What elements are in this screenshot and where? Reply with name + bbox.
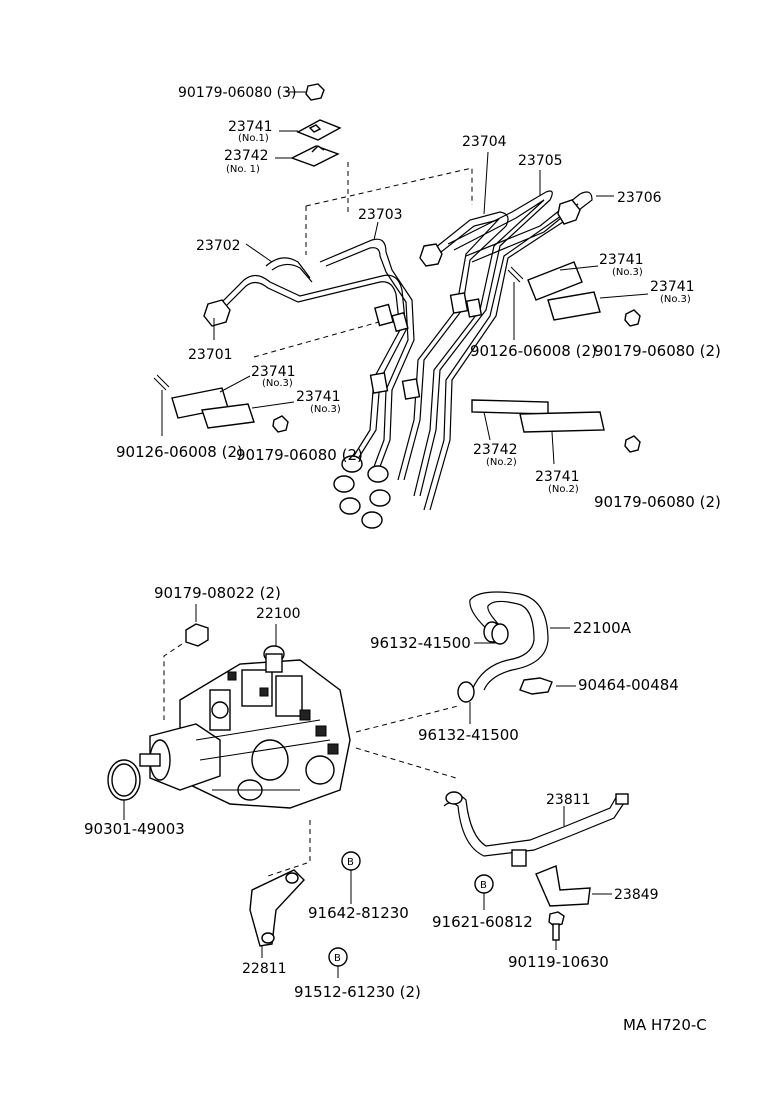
- label-23706: 23706: [617, 190, 662, 206]
- leader-23704: [483, 151, 489, 215]
- nut-90179-06080-right-lower: [624, 435, 641, 453]
- label-90301-49003: 90301-49003: [84, 820, 185, 838]
- label-23742-no1: 23742: [224, 148, 269, 164]
- injection-pipe-bundle: [203, 190, 593, 529]
- label-23705: 23705: [518, 153, 563, 169]
- leader-23702: [245, 243, 273, 263]
- label-22100A: 22100A: [573, 619, 632, 637]
- clamp-23741-no3-right-lower: [547, 291, 649, 321]
- note-23741-no1: (No.1): [238, 133, 269, 144]
- label-23703: 23703: [358, 207, 403, 223]
- label-90179-06080-3: 90179-06080 (3): [178, 85, 296, 101]
- label-23741-no3-a: 23741: [599, 252, 644, 268]
- label-23741-no3-b: 23741: [650, 279, 695, 295]
- clamp-23741-no3-left-lower: [201, 401, 295, 429]
- bolt-90119-10630: [548, 911, 565, 950]
- bolt-marker-b: B: [480, 880, 487, 891]
- label-23741-no1: 23741: [228, 119, 273, 135]
- note-23741-no3-d: (No.3): [310, 404, 341, 415]
- bolt-marker-b: B: [334, 953, 341, 964]
- fuel-pipe-23811: [443, 791, 629, 867]
- note-23742-no2: (No.2): [486, 457, 517, 468]
- note-23741-no2: (No.2): [548, 484, 579, 495]
- label-23811: 23811: [546, 792, 591, 808]
- stud-bolt-90126-06008-right: [507, 266, 524, 340]
- injection-pump-22100: [139, 645, 351, 809]
- hose-clip-96132-41500-lower: [457, 681, 475, 724]
- bolt-marker-b: B: [347, 857, 354, 868]
- clamp-23741-no3-right-upper: [527, 261, 599, 301]
- label-90179-06080-right-2: 90179-06080 (2): [594, 493, 721, 511]
- label-90126-06008-right: 90126-06008 (2): [470, 342, 597, 360]
- label-90179-08022: 90179-08022 (2): [154, 584, 281, 602]
- o-ring-90301-49003: [107, 759, 141, 820]
- nut-90179-06080-left: [272, 415, 289, 433]
- bracket-23849: [535, 865, 591, 907]
- clamp-23741-no1: [279, 119, 342, 141]
- label-23741-no3-c: 23741: [251, 364, 296, 380]
- label-90464-00484: 90464-00484: [578, 676, 679, 694]
- label-90179-06080-left: 90179-06080 (2): [236, 446, 363, 464]
- bolt-91512-61230: B: [328, 947, 348, 978]
- label-96132-41500-a: 96132-41500: [370, 634, 471, 652]
- label-23702: 23702: [196, 238, 241, 254]
- label-22100: 22100: [256, 606, 301, 622]
- label-90119-10630: 90119-10630: [508, 953, 609, 971]
- label-23701: 23701: [188, 347, 233, 363]
- note-23741-no3-c: (No.3): [262, 378, 293, 389]
- label-23742-no2: 23742: [473, 442, 518, 458]
- bolt-91642-81230: B: [341, 851, 361, 904]
- label-91621-60812: 91621-60812: [432, 913, 533, 931]
- guide-line: [163, 643, 183, 720]
- note-23741-no3-b: (No.3): [660, 294, 691, 305]
- guide-line: [253, 319, 387, 358]
- nut-90179-06080-top: [286, 83, 325, 101]
- label-91642-81230: 91642-81230: [308, 904, 409, 922]
- label-23704: 23704: [462, 134, 507, 150]
- diagram-code: MA H720-C: [623, 1016, 707, 1034]
- clamp-23742-no1: [275, 145, 340, 167]
- hose-clip-96132-41500-upper: [483, 621, 509, 645]
- label-91512-61230: 91512-61230 (2): [294, 983, 421, 1001]
- label-23741-no2: 23741: [535, 469, 580, 485]
- bolt-91621-60812: B: [474, 874, 494, 910]
- leader-23703: [373, 221, 379, 241]
- note-23742-no1: (No. 1): [226, 164, 260, 175]
- bracket-22811: [249, 869, 305, 958]
- note-23741-no3-a: (No.3): [612, 267, 643, 278]
- nut-90179-08022: [185, 623, 209, 647]
- guide-line: [267, 820, 311, 877]
- label-90179-06080-right-1: 90179-06080 (2): [594, 342, 721, 360]
- guide-line: [355, 747, 457, 779]
- label-23849: 23849: [614, 887, 659, 903]
- label-23741-no3-d: 23741: [296, 389, 341, 405]
- label-90126-06008-left: 90126-06008 (2): [116, 443, 243, 461]
- clamp-23741-no2: [519, 411, 605, 465]
- guide-line: [305, 167, 473, 207]
- label-22811: 22811: [242, 961, 287, 977]
- hose-clip-90464-00484: [519, 677, 576, 695]
- nut-90179-06080-right-upper: [624, 309, 641, 327]
- stud-bolt-90126-06008-left: [153, 374, 170, 436]
- label-96132-41500-b: 96132-41500: [418, 726, 519, 744]
- hose-22100a: [469, 591, 549, 691]
